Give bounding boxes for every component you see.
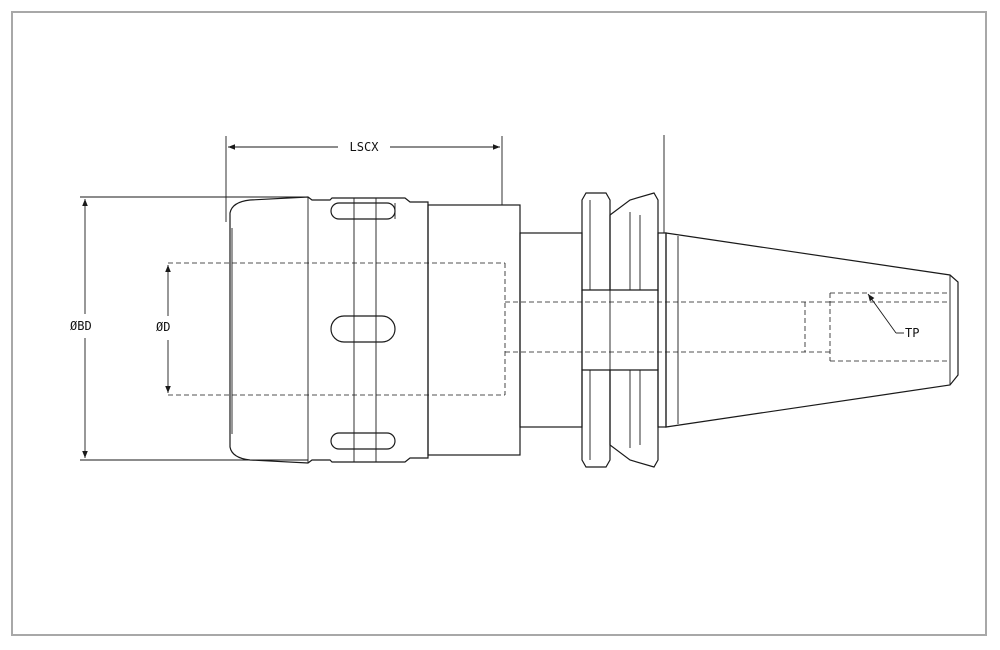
spanner-slot-top (330, 202, 396, 220)
drawing-frame (11, 11, 987, 636)
label-lscx: LSCX (350, 140, 380, 154)
flange (581, 135, 667, 468)
dimension-od: ØD (156, 265, 171, 393)
label-tp: TP (905, 326, 919, 340)
label-obd: ØBD (70, 319, 92, 333)
spanner-slot-bottom (330, 432, 396, 450)
collet-nut (229, 196, 429, 464)
label-od: ØD (156, 320, 170, 334)
taper-shank (665, 232, 959, 428)
dimension-lscx: LSCX (225, 136, 503, 222)
leader-tp: TP (867, 293, 919, 340)
hidden-lines (168, 262, 950, 396)
spanner-slot-middle (330, 315, 396, 343)
dimension-obd: ØBD (70, 196, 308, 461)
